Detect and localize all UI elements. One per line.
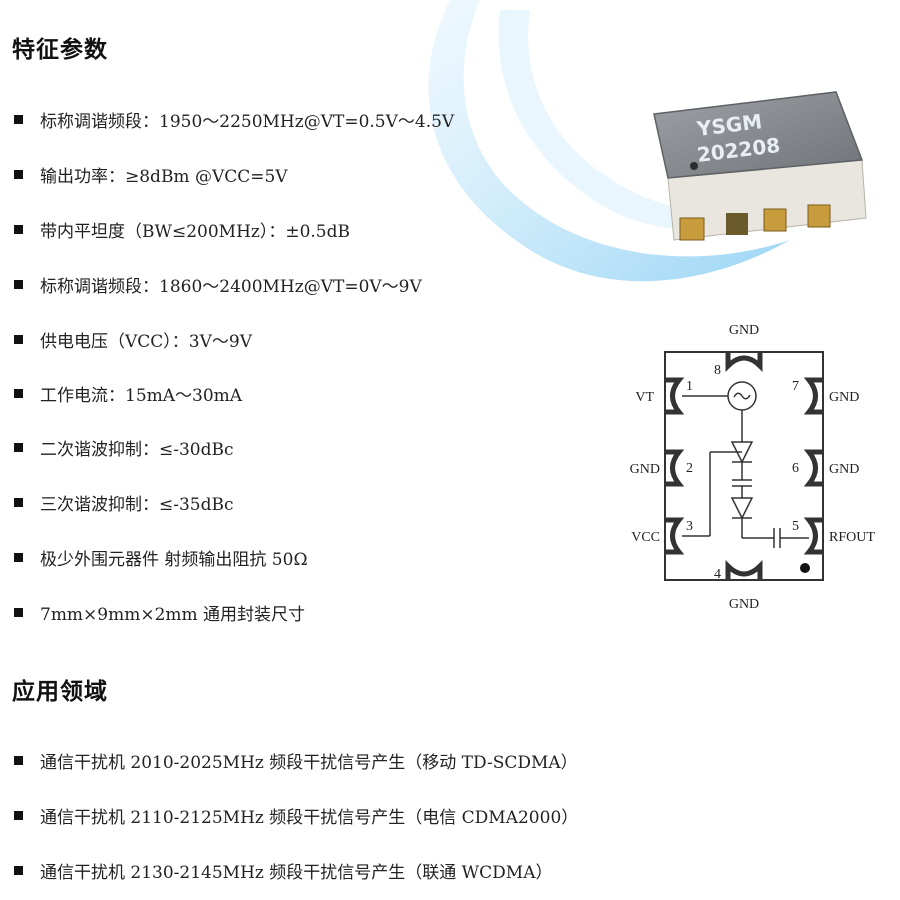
- bullet-icon: [14, 552, 23, 562]
- spec-item: 7mm×9mm×2mm 通用封装尺寸: [14, 598, 305, 626]
- pin-label: GND: [729, 323, 759, 338]
- bullet-icon: [14, 388, 23, 398]
- pinout-diagram: 8 1 2 3 4 5 6 7 GND VT GND VCC GND RFOUT…: [630, 323, 876, 612]
- pin-label: GND: [630, 462, 660, 477]
- bullet-icon: [14, 865, 23, 875]
- pin-label: VT: [635, 390, 654, 405]
- pin-label: GND: [729, 597, 759, 612]
- bullet-icon: [14, 114, 23, 124]
- spec-item: 标称调谐频段：1950～2250MHz@VT=0.5V～4.5V: [14, 105, 454, 133]
- bullet-icon: [14, 169, 23, 179]
- spec-text: 三次谐波抑制：≤-35dBc: [40, 494, 234, 515]
- application-item: 通信干扰机 2010-2025MHz 频段干扰信号产生（移动 TD-SCDMA）: [14, 746, 578, 774]
- pin-number: 6: [792, 461, 799, 476]
- spec-text: 极少外围元器件 射频输出阻抗 50Ω: [40, 549, 308, 570]
- bullet-icon: [14, 442, 23, 452]
- spec-item: 带内平坦度（BW≤200MHz）：±0.5dB: [14, 215, 350, 243]
- pin-label: GND: [829, 462, 859, 477]
- bullet-icon: [14, 755, 23, 765]
- pin-label: RFOUT: [829, 530, 875, 545]
- applications-heading: 应用领域: [12, 679, 108, 705]
- bullet-icon: [14, 497, 23, 507]
- spec-item: 极少外围元器件 射频输出阻抗 50Ω: [14, 543, 308, 571]
- spec-text: 二次谐波抑制：≤-30dBc: [40, 439, 234, 460]
- spec-item: 二次谐波抑制：≤-30dBc: [14, 433, 234, 461]
- pin-number: 7: [792, 379, 799, 394]
- application-text: 通信干扰机 2010-2025MHz 频段干扰信号产生（移动 TD-SCDMA）: [40, 752, 578, 773]
- spec-item: 三次谐波抑制：≤-35dBc: [14, 488, 234, 516]
- bullet-icon: [14, 334, 23, 344]
- pin-label: VCC: [631, 530, 660, 545]
- pin-number: 1: [686, 379, 693, 394]
- application-text: 通信干扰机 2110-2125MHz 频段干扰信号产生（电信 CDMA2000）: [40, 807, 579, 828]
- bullet-icon: [14, 607, 23, 617]
- pin-number: 2: [686, 461, 693, 476]
- spec-text: 7mm×9mm×2mm 通用封装尺寸: [40, 604, 306, 625]
- bullet-icon: [14, 279, 23, 289]
- spec-text: 工作电流：15mA～30mA: [40, 385, 243, 406]
- pin-number: 3: [686, 519, 693, 534]
- spec-text: 带内平坦度（BW≤200MHz）：±0.5dB: [40, 221, 351, 242]
- spec-text: 标称调谐频段：1950～2250MHz@VT=0.5V～4.5V: [40, 111, 455, 132]
- application-item: 通信干扰机 2130-2145MHz 频段干扰信号产生（联通 WCDMA）: [14, 856, 552, 884]
- spec-text: 供电电压（VCC）：3V～9V: [40, 331, 252, 352]
- pin-number: 5: [792, 519, 799, 534]
- spec-text: 输出功率：≥8dBm @VCC=5V: [40, 166, 288, 187]
- pin-number: 8: [714, 363, 721, 378]
- bullet-icon: [14, 810, 23, 820]
- specs-heading: 特征参数: [12, 37, 108, 63]
- spec-item: 工作电流：15mA～30mA: [14, 379, 242, 407]
- spec-item: 供电电压（VCC）：3V～9V: [14, 325, 252, 353]
- pin-number: 4: [714, 567, 721, 582]
- pin-label: GND: [829, 390, 859, 405]
- bullet-icon: [14, 224, 23, 234]
- spec-item: 输出功率：≥8dBm @VCC=5V: [14, 160, 288, 188]
- spec-text: 标称调谐频段：1860～2400MHz@VT=0V～9V: [40, 276, 422, 297]
- application-item: 通信干扰机 2110-2125MHz 频段干扰信号产生（电信 CDMA2000）: [14, 801, 578, 829]
- spec-item: 标称调谐频段：1860～2400MHz@VT=0V～9V: [14, 270, 422, 298]
- chip-photo: YSGM 202208: [653, 91, 867, 241]
- application-text: 通信干扰机 2130-2145MHz 频段干扰信号产生（联通 WCDMA）: [40, 862, 553, 883]
